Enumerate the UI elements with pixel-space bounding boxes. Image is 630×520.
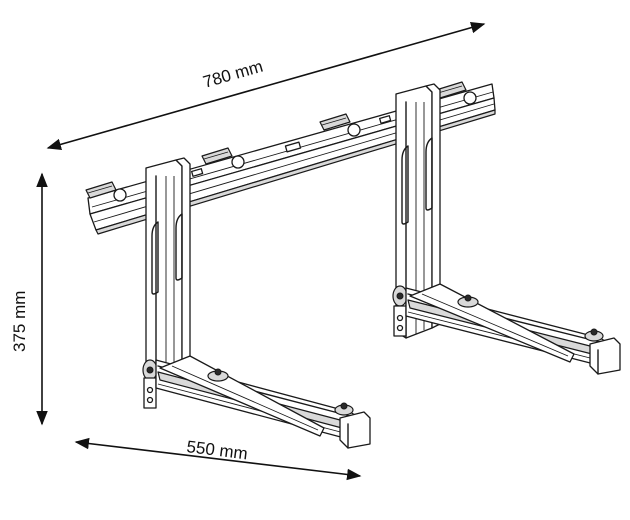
wall-anchor-2 — [201, 147, 245, 169]
right-upright — [392, 83, 441, 339]
height-dimension-label: 375 mm — [10, 291, 29, 352]
width-dimension-label: 780 mm — [201, 57, 265, 92]
depth-dimension-label: 550 mm — [186, 437, 249, 463]
wall-anchor-3 — [319, 113, 361, 137]
width-dimension-line — [46, 22, 486, 150]
left-arm — [155, 355, 371, 449]
depth-dimension-line — [74, 437, 362, 481]
right-arm — [405, 283, 621, 375]
left-upright — [142, 157, 191, 409]
wall-anchor-1 — [85, 181, 127, 202]
